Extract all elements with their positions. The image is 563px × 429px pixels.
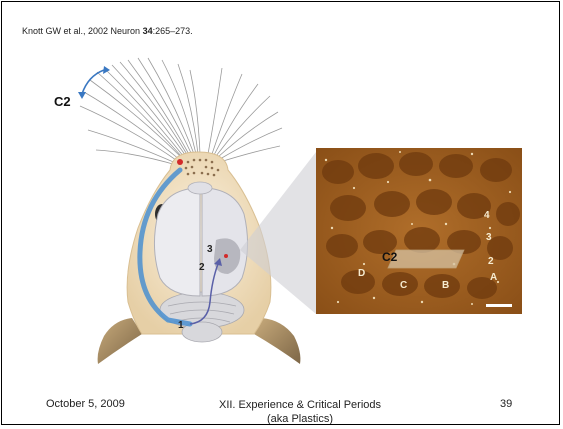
footer-page-number: 39: [500, 398, 512, 410]
c2-barrel-highlight: [388, 250, 464, 268]
micrograph-c2-label: C2: [382, 250, 398, 264]
arc-label-d: D: [358, 268, 365, 279]
footer-title-line2: (aka Plastics): [190, 412, 410, 425]
whiskers: [80, 58, 282, 166]
pathway-label-3: 3: [207, 244, 213, 255]
barrel-cortex-figure: C2: [2, 2, 559, 392]
footer-date: October 5, 2009: [46, 398, 125, 410]
pathway-label-2: 2: [199, 262, 205, 273]
row-label-4: 4: [484, 210, 490, 221]
arc-label-a: A: [490, 272, 497, 283]
row-label-2: 2: [488, 256, 494, 267]
barrel-micrograph: [316, 148, 522, 314]
pathway-label-1: 1: [178, 320, 184, 331]
footer-title-line1: XII. Experience & Critical Periods: [190, 398, 410, 412]
scale-bar: [486, 304, 512, 307]
left-ear: [98, 318, 142, 364]
c2-whisker-follicle: [177, 159, 183, 165]
row-label-3: 3: [486, 232, 492, 243]
footer-title: XII. Experience & Critical Periods (aka …: [190, 398, 410, 425]
right-ear: [254, 318, 300, 364]
whisker-c2-label: C2: [54, 94, 71, 109]
arc-label-c: C: [400, 280, 407, 291]
arc-label-b: B: [442, 280, 449, 291]
